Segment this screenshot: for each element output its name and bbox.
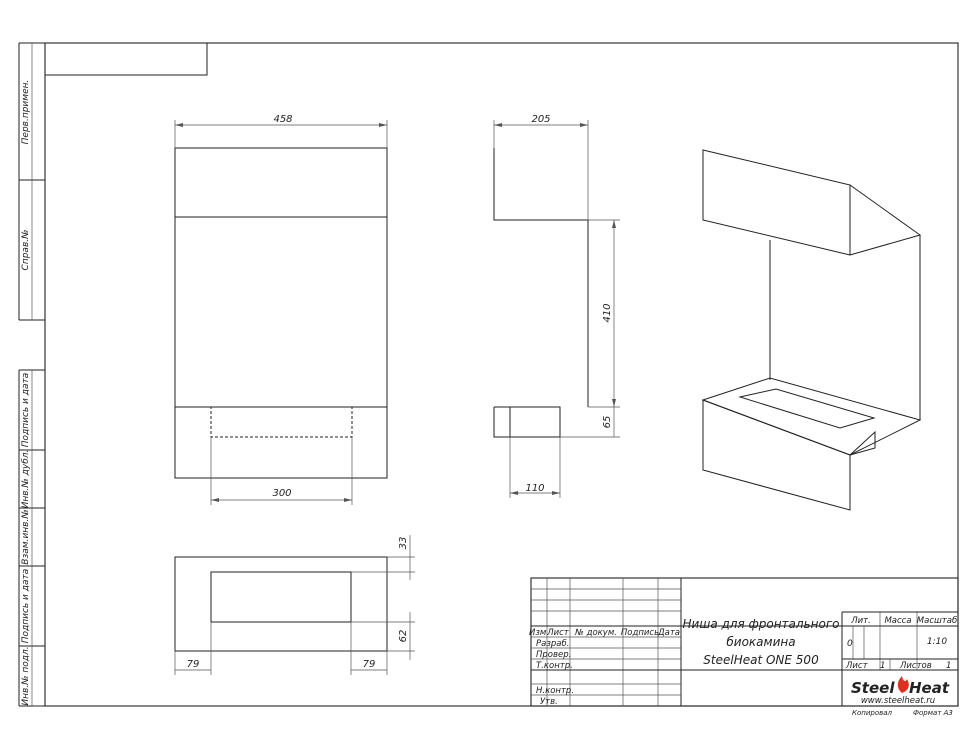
side-view: 205 410 65 110 — [493, 114, 620, 498]
header-doc-no: № докум. — [574, 628, 617, 638]
side-label-4: Взам.инв.№ — [21, 509, 31, 564]
role-nkontr: Н.контр. — [536, 686, 574, 696]
role-tkontr: Т.контр. — [536, 661, 573, 671]
left-binding-strip: Перв.примен. Справ.№ Подпись и дата Инв.… — [18, 42, 45, 707]
sheets-label: Листов — [899, 661, 932, 671]
website: www.steelheat.ru — [861, 696, 935, 706]
title-line-3: SteelHeat ONE 500 — [703, 653, 819, 667]
title-line-2: биокамина — [726, 635, 795, 649]
scale-label: Масштаб — [917, 616, 957, 626]
sheet-value: 1 — [880, 661, 885, 671]
mass-label: Масса — [884, 616, 911, 626]
lit-value: 0 — [847, 639, 853, 649]
dim-plan-right: 79 — [363, 659, 376, 670]
side-label-5: Подпись и дата — [21, 569, 31, 644]
sheets-value: 1 — [946, 661, 951, 671]
header-date: Дата — [657, 628, 680, 638]
dim-plan-bottom: 62 — [398, 630, 409, 643]
side-label-6: Инв.№ подл. — [21, 646, 31, 705]
brand-steel: Steel — [851, 679, 895, 697]
lit-label: Лит. — [850, 616, 871, 626]
title-line-1: Ниша для фронтального — [683, 617, 840, 631]
side-label-0: Перв.примен. — [21, 80, 31, 145]
plan-view: 79 79 33 62 — [174, 535, 415, 675]
header-list: Лист — [546, 628, 570, 638]
dim-side-height: 410 — [602, 303, 613, 322]
top-left-stamp — [45, 43, 208, 76]
side-label-3: Инв.№ дубл. — [21, 450, 31, 509]
role-prover: Провер. — [536, 650, 571, 660]
sheet-frame — [44, 42, 959, 707]
format-label: Формат А3 — [913, 709, 953, 717]
header-signature: Подпись — [621, 628, 659, 638]
side-label-1: Справ.№ — [21, 230, 31, 271]
flame-icon — [897, 676, 909, 693]
sheet-label: Лист — [845, 661, 869, 671]
role-razrab: Разраб. — [536, 639, 569, 649]
dim-plan-left: 79 — [187, 659, 200, 670]
header-izm: Изм. — [529, 628, 549, 638]
isometric-view — [701, 149, 922, 511]
front-view: 458 300 — [174, 114, 388, 505]
dim-side-base-depth: 110 — [525, 483, 544, 494]
scale-value: 1:10 — [927, 637, 947, 647]
brand-heat: Heat — [909, 679, 950, 697]
dim-side-base-height: 65 — [602, 416, 613, 429]
copied-label: Копировал — [852, 709, 893, 717]
title-block: Изм. Лист № докум. Подпись Дата Разраб. … — [529, 577, 959, 717]
dim-front-width: 458 — [273, 114, 292, 125]
role-utv: Утв. — [540, 697, 558, 707]
dim-front-opening: 300 — [272, 488, 291, 499]
dim-plan-top: 33 — [398, 537, 409, 550]
dim-side-depth: 205 — [531, 114, 550, 125]
side-label-2: Подпись и дата — [21, 373, 31, 448]
